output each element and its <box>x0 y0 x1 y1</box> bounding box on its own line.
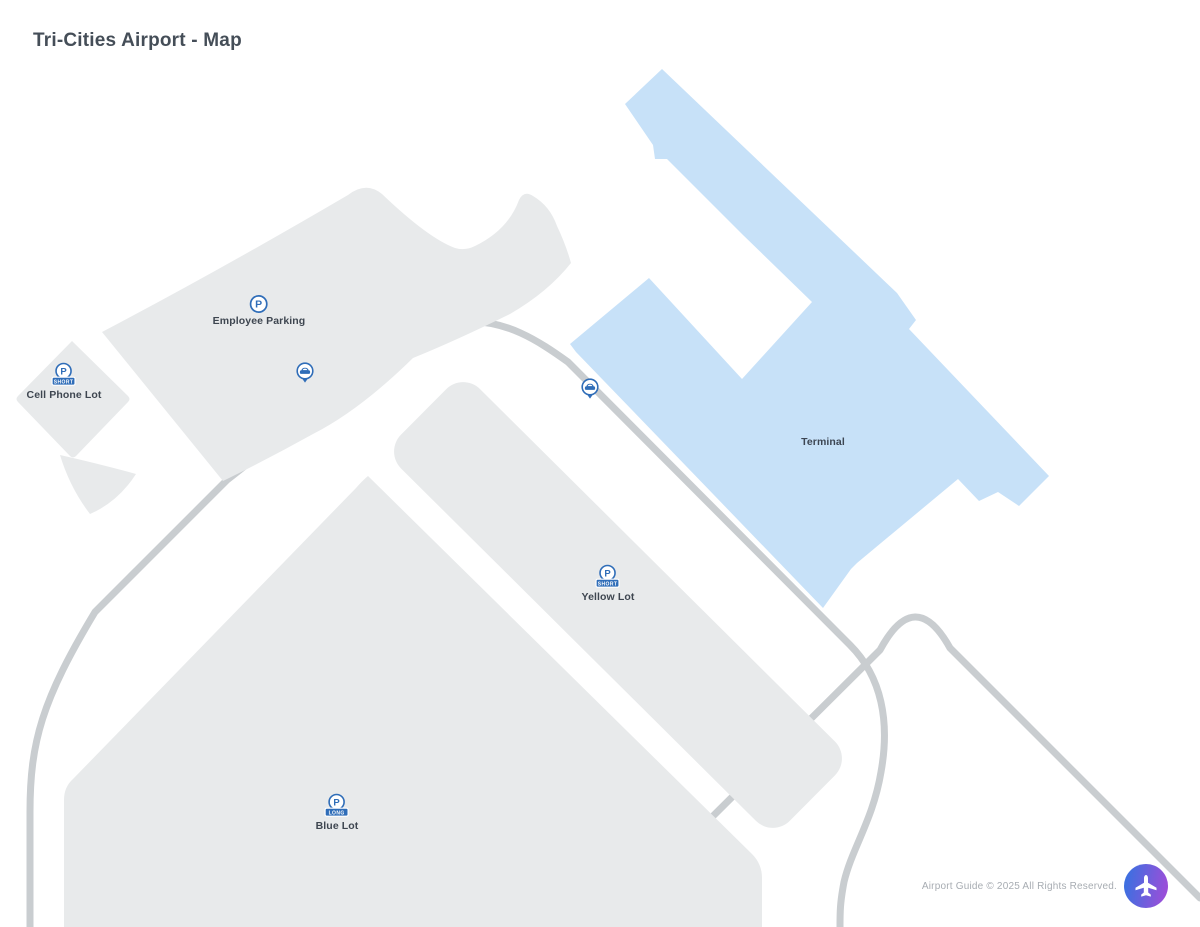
employee-parking-lot-shape[interactable] <box>102 187 571 482</box>
roadside-wedge-shape <box>60 455 136 514</box>
cell-phone-lot-shape[interactable] <box>16 341 130 458</box>
parking-icon-banner-text: SHORT <box>54 379 74 385</box>
car-window <box>587 384 593 387</box>
parking-icon-banner <box>324 807 350 817</box>
parking-icon-letter: P <box>61 366 68 377</box>
car-body <box>584 386 596 390</box>
employee-parking-label: Employee Parking <box>212 315 306 327</box>
main-access-road-path <box>26 318 888 927</box>
poi-cell-phone-lot[interactable]: P SHORT Cell Phone Lot <box>27 362 102 401</box>
car-pin-icon <box>296 362 314 383</box>
copyright-text: Airport Guide © 2025 All Rights Reserved… <box>921 881 1117 892</box>
parking-sign-icon: P SHORT <box>51 362 77 386</box>
shuttle-pin-terminal[interactable] <box>579 377 601 402</box>
parking-circle-icon: P <box>250 295 268 313</box>
parking-icon-circle <box>250 295 268 313</box>
yellow-lot-label: Yellow Lot <box>581 591 635 603</box>
car-pin-icon <box>581 378 599 399</box>
page-title: Tri-Cities Airport - Map <box>33 30 242 51</box>
parking-icon-banner <box>595 578 621 588</box>
terminal-label: Terminal <box>801 436 845 448</box>
car-pin-pointer <box>302 379 308 383</box>
airport-guide-logo <box>1124 864 1168 908</box>
poi-employee-parking[interactable]: P Employee Parking <box>213 294 306 327</box>
parking-icon-letter: P <box>255 299 262 311</box>
poi-blue-lot[interactable]: P LONG Blue Lot <box>316 793 359 832</box>
car-pin-pointer <box>587 395 593 399</box>
blue-lot-shape[interactable] <box>64 476 762 927</box>
parking-sign-icon: P LONG <box>324 793 350 817</box>
cell-phone-lot-label: Cell Phone Lot <box>26 389 102 401</box>
car-body <box>299 370 311 374</box>
airplane-icon <box>1135 875 1157 897</box>
yellow-lot-shape[interactable] <box>384 372 852 838</box>
airplane-glyph <box>1135 875 1157 897</box>
parking-icon-letter: P <box>334 797 341 808</box>
parking-icon-banner-text: SHORT <box>598 581 618 587</box>
blue-lot-label: Blue Lot <box>315 820 359 832</box>
parking-sign-icon: P SHORT <box>595 564 621 588</box>
parking-icon-banner <box>51 376 77 386</box>
car-window <box>302 368 308 371</box>
poi-yellow-lot[interactable]: P SHORT Yellow Lot <box>582 564 635 603</box>
parking-icon-banner-text: LONG <box>329 810 345 816</box>
parking-icon-letter: P <box>605 568 612 579</box>
terminal-building-shape[interactable] <box>570 69 1049 608</box>
shuttle-pin-west[interactable] <box>294 361 316 386</box>
